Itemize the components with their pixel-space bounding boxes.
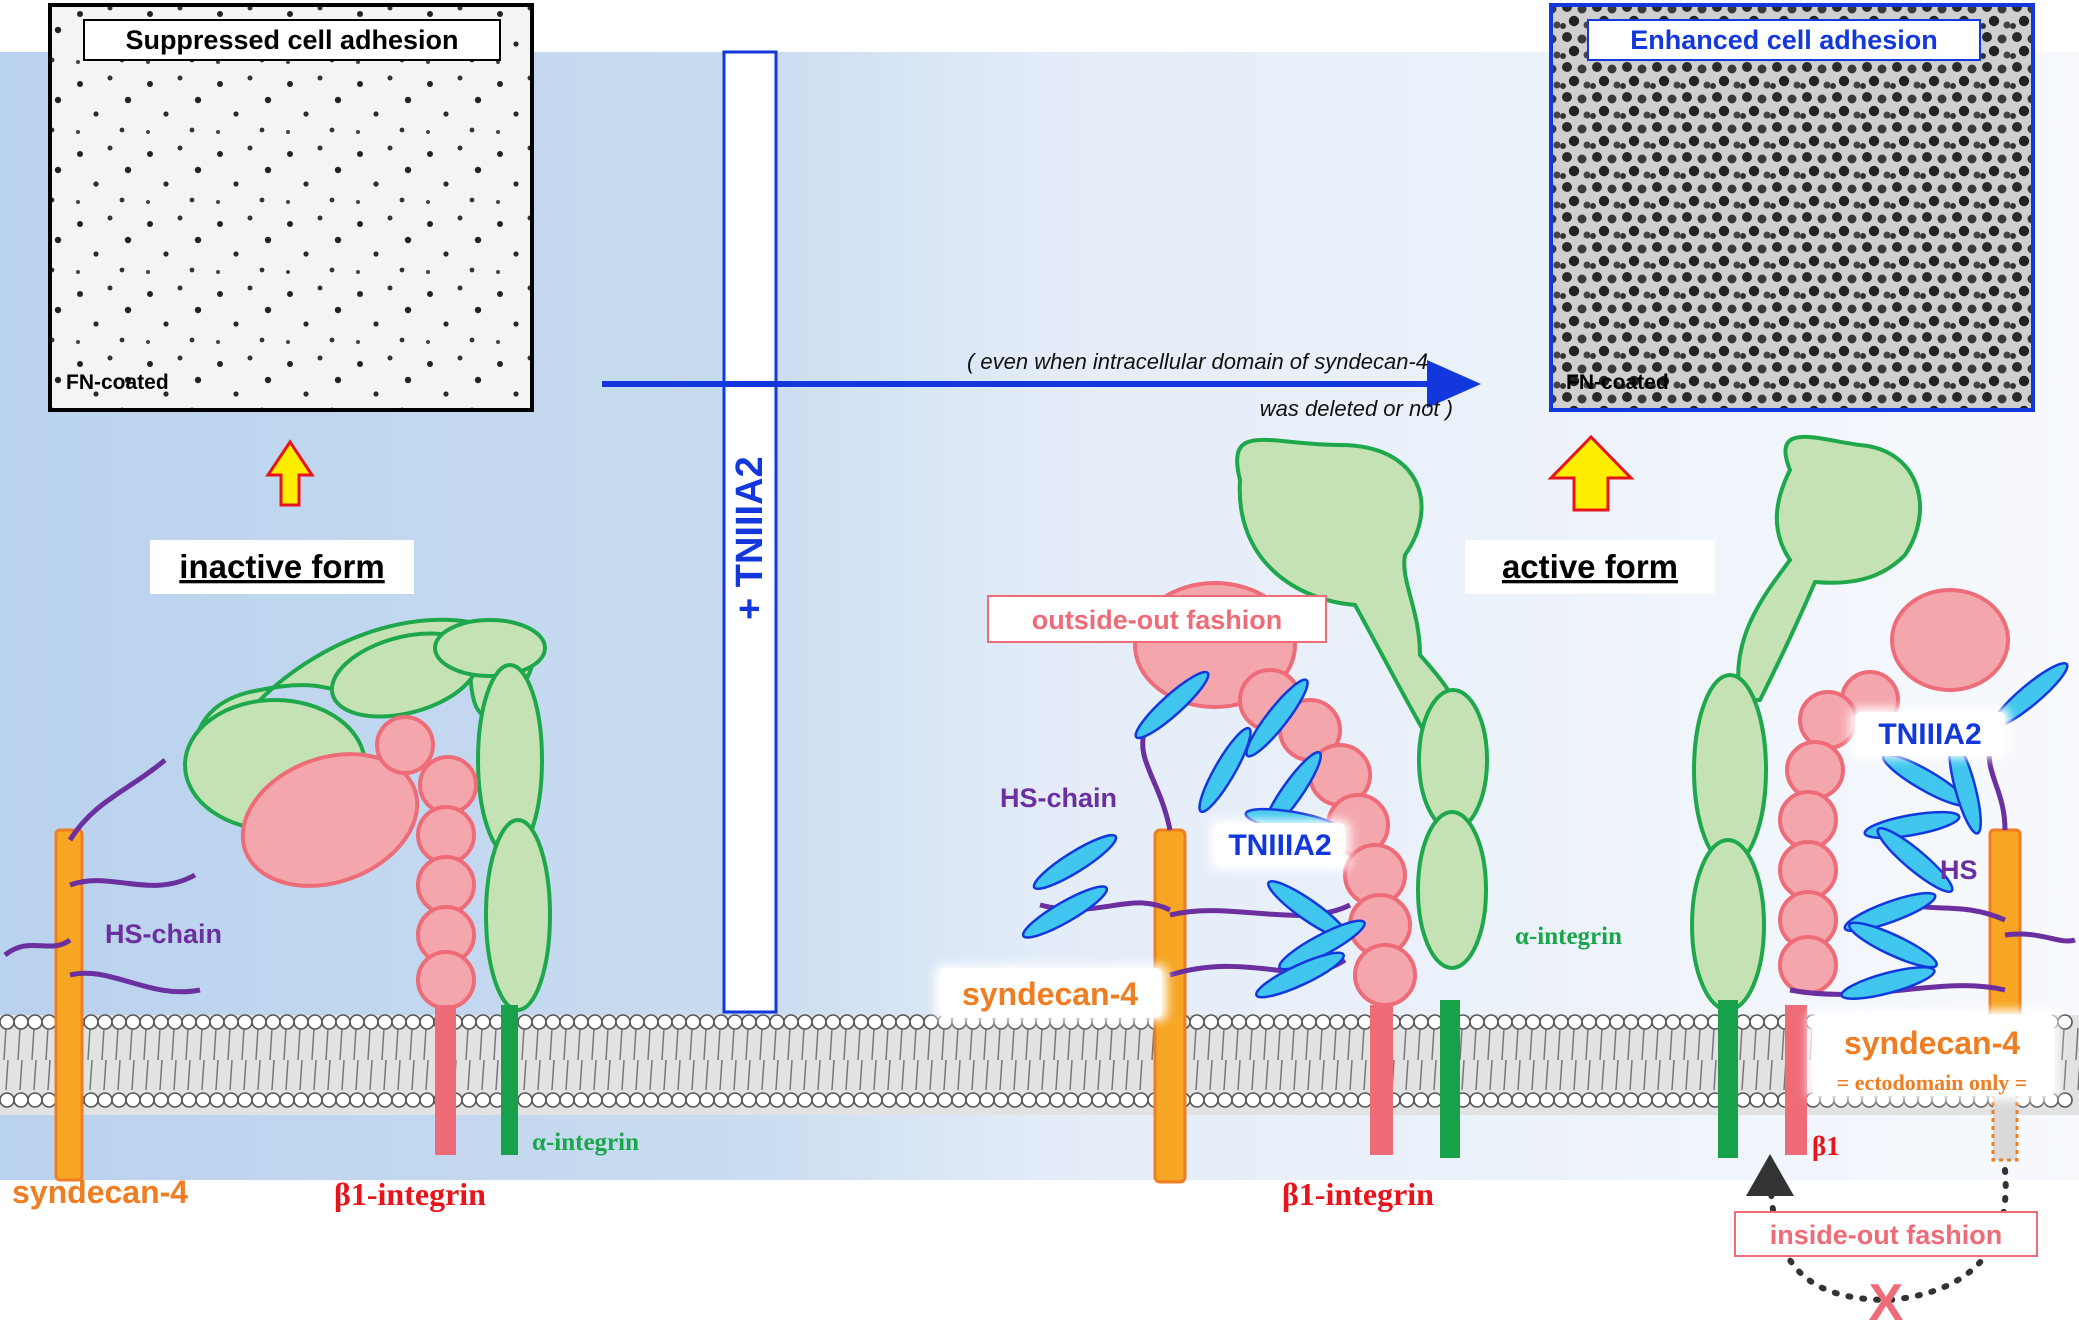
tniiia2-right-label: TNIIIA2	[1878, 718, 1981, 751]
active-syndecan-4-center	[1039, 729, 1352, 1184]
tniiia2-peptides-right	[1840, 661, 2069, 1000]
active-hs-chain-label: HS-chain	[1000, 783, 1117, 813]
outside-out-label: outside-out fashion	[1032, 605, 1282, 635]
active-label-box	[1465, 540, 1715, 594]
bottom-margin	[0, 1180, 2079, 1326]
inactive-form-label: inactive form	[179, 548, 384, 585]
left-panel-title: Suppressed cell adhesion	[125, 25, 458, 55]
right-panel-title: Enhanced cell adhesion	[1630, 25, 1938, 55]
right-micrograph-panel: Enhanced cell adhesion FN-coated	[1549, 3, 2035, 412]
inactive-syndecan-4	[3, 758, 201, 1182]
inside-out-box	[1734, 1211, 2038, 1257]
inactive-label-box	[150, 540, 414, 594]
treatment-bar	[722, 50, 778, 1014]
active-alpha-integrin-right	[1690, 434, 1922, 1158]
inactive-alpha-integrin	[183, 617, 552, 1155]
tniiia2-center-box	[1215, 823, 1345, 867]
right-syndecan-label: syndecan-4	[1844, 1025, 2020, 1061]
ectodomain-only-label: = ectodomain only =	[1837, 1070, 2028, 1095]
active-alpha-integrin-center	[1235, 437, 1489, 1158]
outside-out-box	[987, 595, 1327, 643]
left-panel-coating: FN-coated	[66, 371, 169, 394]
right-syndecan-box	[1812, 1014, 2054, 1096]
small-adhesion-arrow-icon	[265, 439, 315, 507]
inactive-alpha-label: α-integrin	[532, 1129, 639, 1156]
treatment-note-line2: was deleted or not )	[1260, 396, 1453, 421]
active-alpha-label: α-integrin	[1515, 923, 1622, 950]
blocked-x-icon: X	[1869, 1274, 1904, 1326]
tniiia2-right-box	[1855, 712, 2005, 756]
inactive-beta1-integrin	[240, 715, 478, 1155]
left-micrograph-panel: Suppressed cell adhesion FN-coated	[48, 3, 534, 412]
inactive-hs-chain-label: HS-chain	[105, 919, 222, 949]
active-syndecan-box	[940, 968, 1162, 1018]
inactive-syndecan-label: syndecan-4	[12, 1174, 188, 1210]
treatment-note-line1: ( even when intracellular domain of synd…	[967, 349, 1428, 374]
treatment-label: + TNIIIA2	[729, 456, 771, 620]
active-beta1-label: β1-integrin	[1282, 1176, 1434, 1212]
tniiia2-center-label: TNIIIA2	[1228, 829, 1331, 862]
active-form-label: active form	[1502, 548, 1678, 585]
active-syndecan-label: syndecan-4	[962, 976, 1138, 1012]
right-hs-label: HS	[1940, 855, 1978, 885]
right-beta1-label: β1	[1812, 1131, 1840, 1161]
lipid-bilayer	[0, 1014, 2079, 1115]
right-panel-coating: FN-coated	[1566, 371, 1669, 394]
inside-out-label: inside-out fashion	[1770, 1220, 2003, 1250]
inactive-beta1-label: β1-integrin	[334, 1176, 486, 1212]
large-adhesion-arrow-icon	[1547, 434, 1635, 512]
